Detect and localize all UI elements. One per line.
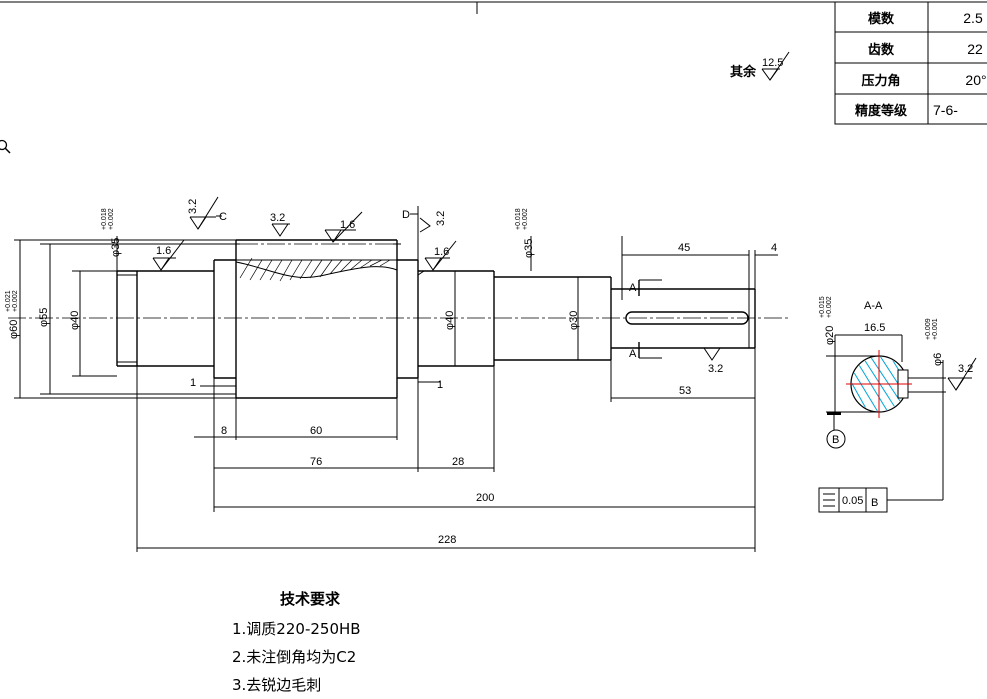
table-value-module: 2.5 — [963, 10, 983, 26]
table-label-teeth: 齿数 — [868, 42, 895, 58]
dim-228: 228 — [438, 534, 456, 546]
roughness-section-value: 3.2 — [958, 363, 973, 375]
tech-req-item-2: 2.未注倒角均为C2 — [232, 648, 357, 666]
other-surfaces-value: 12.5 — [762, 57, 783, 69]
dim-d30: φ30 — [568, 311, 580, 330]
dim-d35-right: φ35 — [523, 239, 535, 258]
dim-d20: φ20 — [824, 326, 836, 345]
shaft-outline — [116, 239, 756, 399]
datum-c-label: C — [219, 211, 227, 223]
roughness-d-value: 3.2 — [435, 211, 447, 226]
dim-d55: φ55 — [38, 308, 50, 327]
roughness-gear-value: 3.2 — [270, 212, 285, 224]
geometric-tolerance-frame: 0.05 B — [818, 487, 943, 513]
other-surfaces-roughness: 其余 12.5 — [730, 51, 790, 81]
dimension-diameters-right: φ40 φ35 +0.018 +0.002 φ30 — [418, 208, 580, 367]
tech-req-item-1: 1.调质220-250HB — [232, 620, 361, 638]
dim-28: 28 — [452, 456, 464, 468]
roughness-c-value: 3.2 — [187, 199, 199, 214]
dim-8: 8 — [221, 425, 227, 437]
dim-1-left: 1 — [190, 377, 196, 389]
dim-1-right: 1 — [437, 379, 443, 391]
dim-d60-tol-lower: +0.002 — [12, 290, 19, 312]
tolerance-datum: B — [871, 497, 878, 509]
zoom-icon[interactable] — [0, 138, 14, 156]
tech-req-item-3: 3.去锐边毛刺 — [232, 676, 322, 694]
table-value-accuracy: 7-6- — [933, 102, 958, 118]
roughness-symbols: 3.2 C 3.2 1.6 1.6 D 3.2 1.6 3.2 — [152, 196, 724, 375]
section-a-a-view: A-A 16.5 φ20 +0.015 +0.002 φ6 +0.009 +0.… — [819, 296, 977, 500]
dimension-diameters-left: φ60 +0.021 +0.002 φ55 φ40 φ35 +0.018 +0.… — [5, 208, 236, 399]
table-label-accuracy: 精度等级 — [855, 103, 908, 119]
dim-16-5: 16.5 — [864, 322, 885, 334]
dim-d35-left-tol-lower: +0.002 — [108, 208, 115, 230]
section-mark-a-top: A — [629, 282, 637, 294]
dim-d60: φ60 — [8, 320, 20, 339]
dim-d40-left: φ40 — [69, 311, 81, 330]
dim-d20-tol-upper: +0.015 — [819, 296, 826, 318]
dim-76: 76 — [310, 456, 322, 468]
datum-d-label: D — [402, 209, 410, 221]
roughness-gear-surface-value: 1.6 — [340, 219, 355, 231]
gear-parameter-table: 模数 2.5 齿数 22 压力角 20° 精度等级 7-6- — [834, 1, 987, 125]
dim-d20-tol-lower: +0.002 — [826, 296, 833, 318]
roughness-left-journal-value: 1.6 — [156, 245, 171, 257]
datum-b-label: B — [832, 434, 839, 446]
dim-d6-tol-upper: +0.009 — [925, 318, 932, 340]
table-label-pressure-angle: 压力角 — [861, 73, 900, 89]
dim-d35-left-tol-upper: +0.018 — [101, 208, 108, 230]
tolerance-value: 0.05 — [842, 495, 863, 507]
axial-dimensions: 1 1 8 60 76 28 200 228 — [136, 366, 756, 552]
dim-d6-tol-lower: +0.001 — [932, 318, 939, 340]
tech-req-title: 技术要求 — [280, 590, 341, 608]
keyway-dimensions: 45 4 53 A A — [610, 236, 778, 402]
dim-d35-left: φ35 — [110, 238, 122, 257]
dim-60: 60 — [310, 425, 322, 437]
table-label-module: 模数 — [868, 11, 895, 27]
dim-d40-right: φ40 — [444, 311, 456, 330]
dim-4: 4 — [771, 242, 777, 254]
technical-requirements: 技术要求 1.调质220-250HB 2.未注倒角均为C2 3.去锐边毛刺 — [232, 588, 492, 699]
other-surfaces-label: 其余 — [730, 64, 757, 80]
section-title: A-A — [864, 300, 883, 312]
dim-d35-right-tol-upper: +0.018 — [515, 208, 522, 230]
section-mark-a-bottom: A — [629, 348, 637, 360]
table-value-teeth: 22 — [967, 41, 983, 57]
dim-53: 53 — [679, 385, 691, 397]
table-value-pressure-angle: 20° — [965, 72, 986, 88]
dim-200: 200 — [476, 492, 494, 504]
engineering-drawing: 模数 2.5 齿数 22 压力角 20° 精度等级 7-6- 其余 12.5 — [0, 1, 987, 552]
roughness-keyway-value: 3.2 — [708, 363, 723, 375]
dim-45: 45 — [678, 242, 690, 254]
dim-d35-right-tol-lower: +0.002 — [522, 208, 529, 230]
dim-d60-tol-upper: +0.021 — [5, 290, 12, 312]
dim-d6: φ6 — [932, 353, 944, 366]
